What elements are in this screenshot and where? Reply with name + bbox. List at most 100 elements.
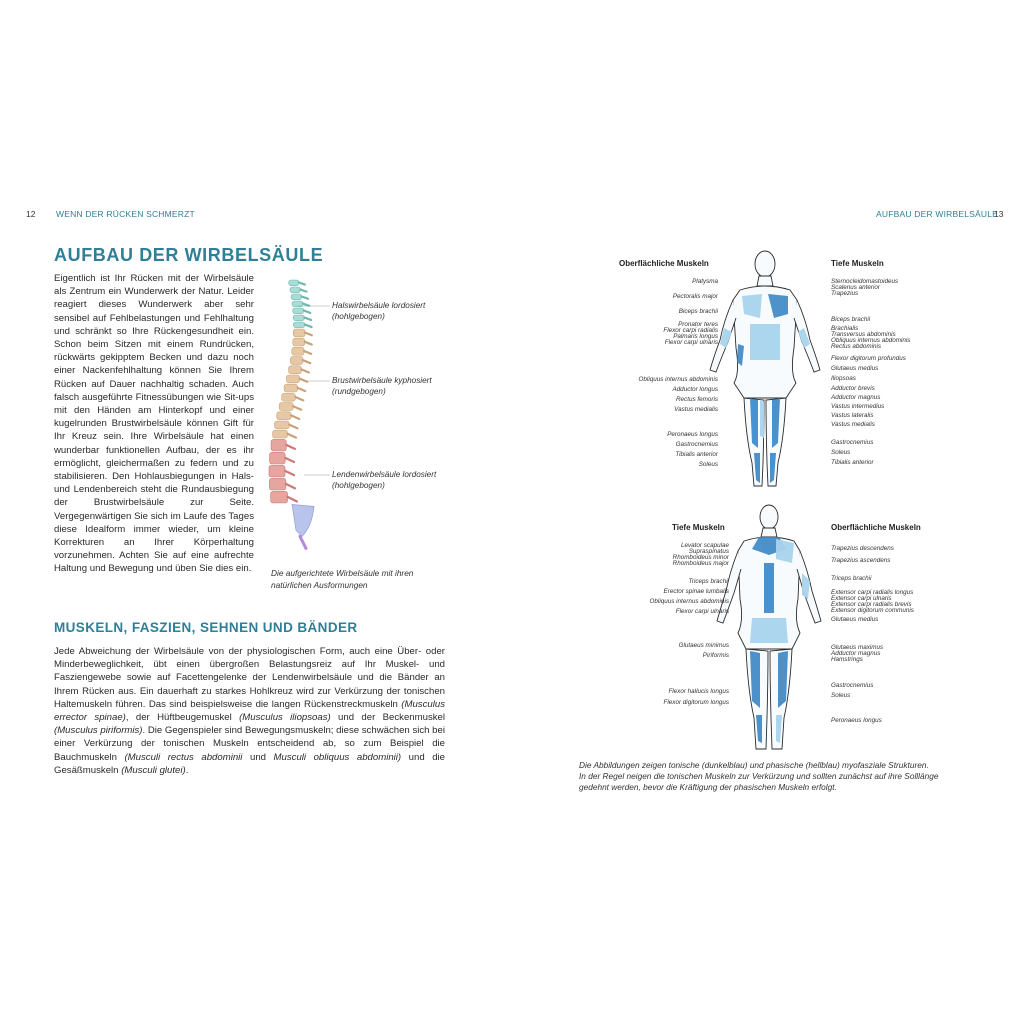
vertebra xyxy=(288,279,300,286)
vertebra xyxy=(276,411,292,420)
vertebra xyxy=(269,478,287,491)
vertebra xyxy=(270,491,288,504)
vertebra xyxy=(289,286,301,293)
vertebra-process xyxy=(299,288,308,293)
body-text-intro: Eigentlich ist Ihr Rücken mit der Wirbel… xyxy=(54,273,254,575)
front-left-heading: Oberflächliche Muskeln xyxy=(619,259,709,268)
front-left-label: Platysma xyxy=(692,278,718,285)
back-right-labels: Trapezius descendens Trapezius ascendens… xyxy=(831,545,914,724)
front-right-label: Glutaeus medius xyxy=(831,365,879,372)
back-right-heading: Oberflächliche Muskeln xyxy=(831,523,921,532)
front-left-label: Biceps brachii xyxy=(678,308,718,315)
section-heading: AUFBAU DER WIRBELSÄULE xyxy=(54,245,324,265)
back-left-heading: Tiefe Muskeln xyxy=(672,523,725,532)
back-left-label: Flexor hallucis longus xyxy=(668,688,729,695)
front-right-label: Scalenus anterior xyxy=(831,284,881,291)
front-right-label: Gastrocnemius xyxy=(831,439,874,446)
body-text-muscles: Jede Abweichung der Wirbelsäule von der … xyxy=(54,646,446,776)
front-left-label: Flexor carpi ulnaris xyxy=(664,339,718,346)
vertebra-process xyxy=(292,405,303,411)
vertebra-process xyxy=(303,331,313,337)
front-right-heading: Tiefe Muskeln xyxy=(831,259,884,268)
vertebra xyxy=(274,420,290,430)
label-neck: Halswirbelsäule lordosiert xyxy=(332,301,426,310)
back-left-label: Levator scapulae xyxy=(681,542,729,549)
back-right-label: Trapezius ascendens xyxy=(831,557,891,564)
front-right-label: Obliquus internus abdominis xyxy=(831,337,911,344)
front-right-label: Tibialis anterior xyxy=(831,459,874,466)
vertebra xyxy=(278,402,294,411)
front-left-labels: Platysma Pectoralis major Biceps brachii… xyxy=(600,278,718,468)
back-right-label: Extensor carpi radialis brevis xyxy=(831,601,912,608)
back-right-label: Gastrocnemius xyxy=(831,682,874,689)
label-chest: Brustwirbelsäule kyphosiert xyxy=(332,376,432,385)
back-left-label: Flexor carpi ulnaris xyxy=(675,608,729,615)
back-right-label: Extensor digitorum communis xyxy=(831,607,914,614)
vertebra xyxy=(268,465,286,478)
back-left-label: Piriformis xyxy=(702,652,729,659)
back-muscle-figure xyxy=(716,504,822,750)
back-left-label: Obliquus internus abdominis xyxy=(649,598,729,605)
front-left-label: Palmaris longus xyxy=(673,333,718,340)
back-right-label: Triceps brachii xyxy=(831,575,872,582)
front-right-labels: Sternocleidomastoideus Scalenus anterior… xyxy=(831,278,910,466)
section-heading-2: MUSKELN, FASZIEN, SEHNEN UND BÄNDER xyxy=(54,620,358,635)
vertebra-process xyxy=(301,359,312,365)
vertebra-process xyxy=(284,456,296,464)
vertebra-process xyxy=(302,309,312,314)
vertebra-process xyxy=(294,395,305,402)
back-right-label: Extensor carpi radialis longus xyxy=(831,589,914,596)
front-right-label: Flexor digitorum profundus xyxy=(831,355,906,362)
back-right-label: Peronaeus longus xyxy=(831,717,882,724)
front-muscle-figure xyxy=(709,250,821,487)
front-right-label: Soleus xyxy=(831,449,851,456)
vertebra-process xyxy=(302,349,313,355)
spine-illustration xyxy=(268,279,315,550)
vertebra-process xyxy=(303,316,313,322)
vertebra-process xyxy=(300,295,310,300)
back-left-labels: Levator scapulae Supraspinatus Rhomboide… xyxy=(600,542,729,706)
label-chest-sub: (rundgebogen) xyxy=(332,387,386,396)
coccyx xyxy=(298,534,308,550)
back-right-label: Trapezius descendens xyxy=(831,545,894,552)
front-left-label: Rectus femoris xyxy=(676,396,718,403)
back-left-label: Rhomboideus minor xyxy=(672,554,729,561)
front-right-label: Trapezius xyxy=(831,290,859,297)
back-right-label: Soleus xyxy=(831,692,851,699)
vertebra-process xyxy=(286,495,299,503)
back-left-label: Flexor digitorum longus xyxy=(663,699,729,706)
spine-caption-line2: natürlichen Ausformungen xyxy=(271,580,368,590)
vertebra-process xyxy=(301,302,311,307)
vertebra-process xyxy=(296,386,307,393)
front-left-label: Peronaeus longus xyxy=(667,431,718,438)
front-left-label: Gastrocnemius xyxy=(675,441,718,448)
spine-label-lines xyxy=(298,305,330,476)
page-number-right: 13 xyxy=(994,209,1004,219)
front-left-label: Pectoralis major xyxy=(672,293,718,300)
vertebra-process xyxy=(286,432,298,439)
label-lumbar: Lendenwirbelsäule lordosiert xyxy=(332,470,437,479)
front-left-label: Adductor longus xyxy=(672,386,718,393)
front-right-label: Transversus abdominis xyxy=(831,331,896,338)
back-right-label: Glutaeus maximus xyxy=(831,644,884,651)
front-left-label: Vastus medialis xyxy=(674,406,718,413)
back-left-label: Erector spinae lumbalis xyxy=(663,588,729,595)
back-right-label: Hamstrings xyxy=(831,656,863,663)
spine-caption-line1: Die aufgerichtete Wirbelsäule mit ihren xyxy=(271,568,414,578)
front-right-label: Adductor brevis xyxy=(831,385,875,392)
muscle-leader-lines xyxy=(715,278,835,738)
figure-caption-line3: gedehnt werden, bevor die Kräftigung der… xyxy=(579,782,837,792)
back-right-label: Adductor magnus xyxy=(831,650,881,657)
figure-caption-line2: In der Regel neigen die tonischen Muskel… xyxy=(579,771,939,781)
vertebra-process xyxy=(289,414,301,421)
front-right-label: Vastus intermedius xyxy=(831,403,885,410)
vertebra-process xyxy=(297,281,307,286)
front-left-label: Obliquus internus abdominis xyxy=(638,376,718,383)
back-left-label: Rhomboideus major xyxy=(672,560,729,567)
vertebra-process xyxy=(303,323,313,329)
vertebra xyxy=(270,439,287,452)
front-left-label: Pronator teres xyxy=(678,321,718,328)
vertebra-process xyxy=(284,482,297,490)
front-left-label: Flexor carpi radialis xyxy=(663,327,718,334)
back-left-label: Supraspinatus xyxy=(688,548,729,555)
